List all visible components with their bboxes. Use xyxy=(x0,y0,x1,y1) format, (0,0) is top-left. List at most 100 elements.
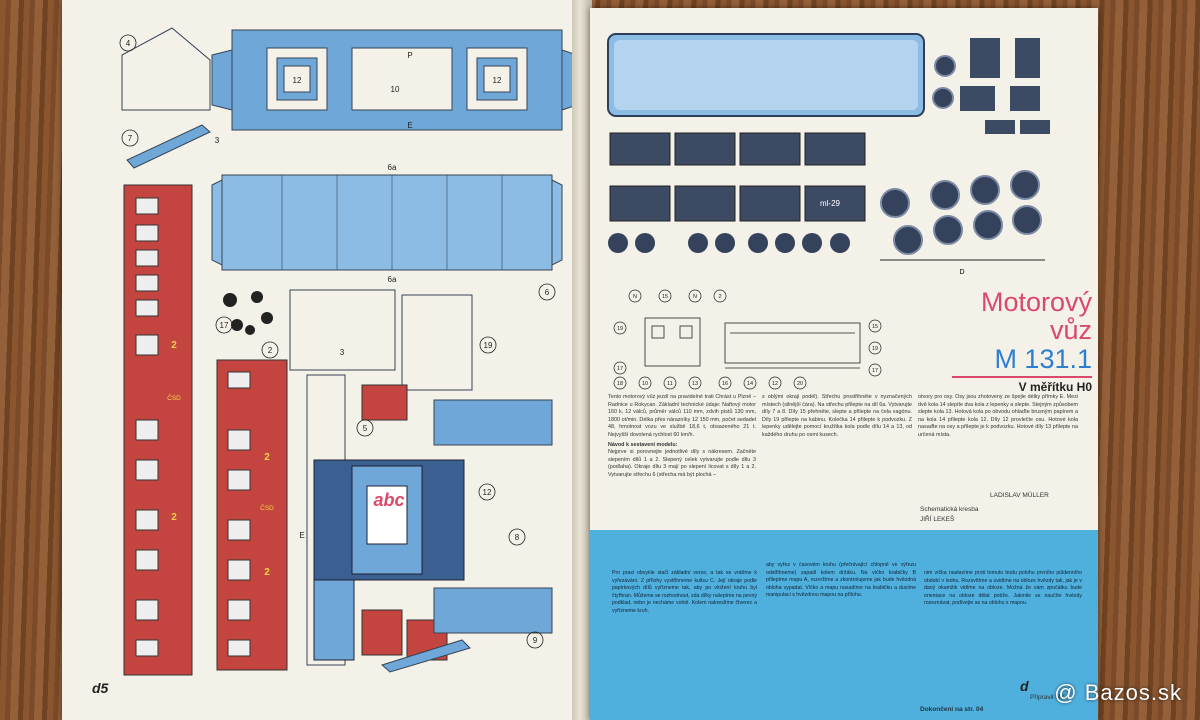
part-label-4: 4 xyxy=(126,39,131,48)
part-number-marker xyxy=(868,319,882,333)
part-number-marker xyxy=(508,528,526,546)
car-code-label: ml-29 xyxy=(820,199,841,208)
schematic-label-n: N xyxy=(633,294,637,300)
wheel-disc xyxy=(231,319,243,331)
part-number-marker xyxy=(868,341,882,355)
article-col1b-text: Nejprve si porovnejte jednotlivé díly s … xyxy=(608,449,756,478)
part-number-marker xyxy=(713,289,727,303)
arm-piece-2 xyxy=(380,639,471,673)
part-number-marker xyxy=(743,376,757,390)
wheel-disc xyxy=(223,293,237,307)
part-number-marker xyxy=(538,283,556,301)
part-number-marker xyxy=(793,376,807,390)
schematic-label-20: 20 xyxy=(797,381,803,387)
schematic-label-16: 16 xyxy=(722,381,728,387)
wheel-disc xyxy=(893,225,923,255)
part-number-marker xyxy=(613,321,627,335)
left-magazine-page: 4 7 2 17 6 19 5 12 8 9 10 12 12 3 6a 6a … xyxy=(62,0,574,720)
class-mark: 2 xyxy=(264,567,270,578)
article-scale-label: V měřítku H0 xyxy=(1018,380,1092,394)
left-page-number: d5 xyxy=(92,680,109,696)
part-number-marker xyxy=(688,376,702,390)
article-col1-text: Tento motorový vůz jezdí na pravidelné t… xyxy=(608,394,756,438)
part-number-marker xyxy=(768,376,782,390)
railway-mark: ČSD xyxy=(167,393,181,402)
article-title-number: M 131.1 xyxy=(994,344,1092,374)
wheel-disc xyxy=(830,233,850,253)
arm-piece-1 xyxy=(126,124,211,169)
article-col3-text: otvory pro osy. Osy jsou zhotoveny ze šp… xyxy=(918,394,1078,438)
front-end-outline xyxy=(121,27,211,111)
wheel-disc xyxy=(930,180,960,210)
wheel-disc xyxy=(934,55,956,77)
part-number-marker xyxy=(356,419,374,437)
red-small-part-1 xyxy=(361,384,408,421)
part-label-6: 6 xyxy=(545,288,550,297)
undercarriage-row-2 xyxy=(609,185,866,222)
bogie-parts xyxy=(960,38,1050,134)
wheel-disc xyxy=(802,233,822,253)
article-title-line1: Motorový xyxy=(980,287,1092,317)
schematic-label-13: 13 xyxy=(692,381,698,387)
part-number-marker xyxy=(121,129,139,147)
undercarriage-row-1 xyxy=(609,132,866,166)
floor-blue-inner xyxy=(614,40,918,110)
part-label-5: 5 xyxy=(363,424,368,433)
schematic-label-2: 2 xyxy=(718,294,721,300)
part-number-marker xyxy=(638,376,652,390)
part-number-marker xyxy=(478,483,496,501)
wheel-disc xyxy=(1012,205,1042,235)
schematic-label-10: 10 xyxy=(642,381,648,387)
article-title-block: Motorový vůz M 131.1 V měřítku H0 xyxy=(902,288,1092,394)
blue-chassis-piece-1 xyxy=(433,399,553,446)
blue-column-1: Pro praxi obvykle stačí základní verze, … xyxy=(612,570,757,614)
part-number-marker xyxy=(628,289,642,303)
railway-mark: ČSD xyxy=(260,503,274,512)
part-label-9: 9 xyxy=(533,636,538,645)
part-label-f-2: E xyxy=(299,531,304,540)
wheel-disc xyxy=(933,215,963,245)
part-number-marker xyxy=(658,289,672,303)
part-number-marker xyxy=(526,631,544,649)
part-number-marker xyxy=(663,376,677,390)
part-number-marker xyxy=(613,361,627,375)
right-magazine-page: ml-29 xyxy=(590,8,1098,720)
right-page-number: d xyxy=(1020,678,1029,694)
part-label-19: 19 xyxy=(484,341,493,350)
schematic-drawing xyxy=(644,317,861,369)
small-wheels-row xyxy=(608,233,850,253)
article-author: LADISLAV MÜLLER xyxy=(990,492,1049,499)
wheel-disc xyxy=(245,325,255,335)
abc-logo-text: abc xyxy=(373,490,404,510)
part-number-marker xyxy=(261,341,279,359)
drawing-author: JIŘÍ LEKEŠ xyxy=(920,516,955,523)
part-label-8: 8 xyxy=(515,533,520,542)
schematic-label-12: 12 xyxy=(772,381,778,387)
continued-note: Dokončení na str. 04 xyxy=(920,706,984,713)
blue-chassis-piece-2 xyxy=(433,587,553,634)
schematic-label-n-b: N xyxy=(693,294,697,300)
wheel-disc xyxy=(1010,170,1040,200)
wheel-disc xyxy=(748,233,768,253)
logo-box-piece xyxy=(313,459,465,661)
wheel-disc xyxy=(970,175,1000,205)
large-wheels-grid xyxy=(880,55,1042,255)
floor-outline-b xyxy=(401,294,473,391)
part-label-10: 10 xyxy=(391,85,400,94)
wheel-disc xyxy=(608,233,628,253)
book-gutter xyxy=(572,0,592,720)
article-column-1: Tento motorový vůz jezdí na pravidelné t… xyxy=(608,394,756,526)
part-number-marker xyxy=(215,316,233,334)
wheel-disc xyxy=(261,312,273,324)
blue-credit: Připravil MK xyxy=(1030,694,1066,701)
wheel-disc xyxy=(973,210,1003,240)
wheel-disc xyxy=(880,188,910,218)
schematic-label-14: 14 xyxy=(747,381,753,387)
schematic-label-18: 18 xyxy=(617,381,623,387)
part-label-2: 2 xyxy=(268,346,273,355)
part-number-marker xyxy=(119,34,137,52)
part-label-p: P xyxy=(407,51,412,60)
red-small-part-2 xyxy=(361,609,403,656)
blue-info-panel: Pro praxi obvykle stačí základní verze, … xyxy=(590,530,1098,720)
red-body-side-1 xyxy=(123,184,193,676)
